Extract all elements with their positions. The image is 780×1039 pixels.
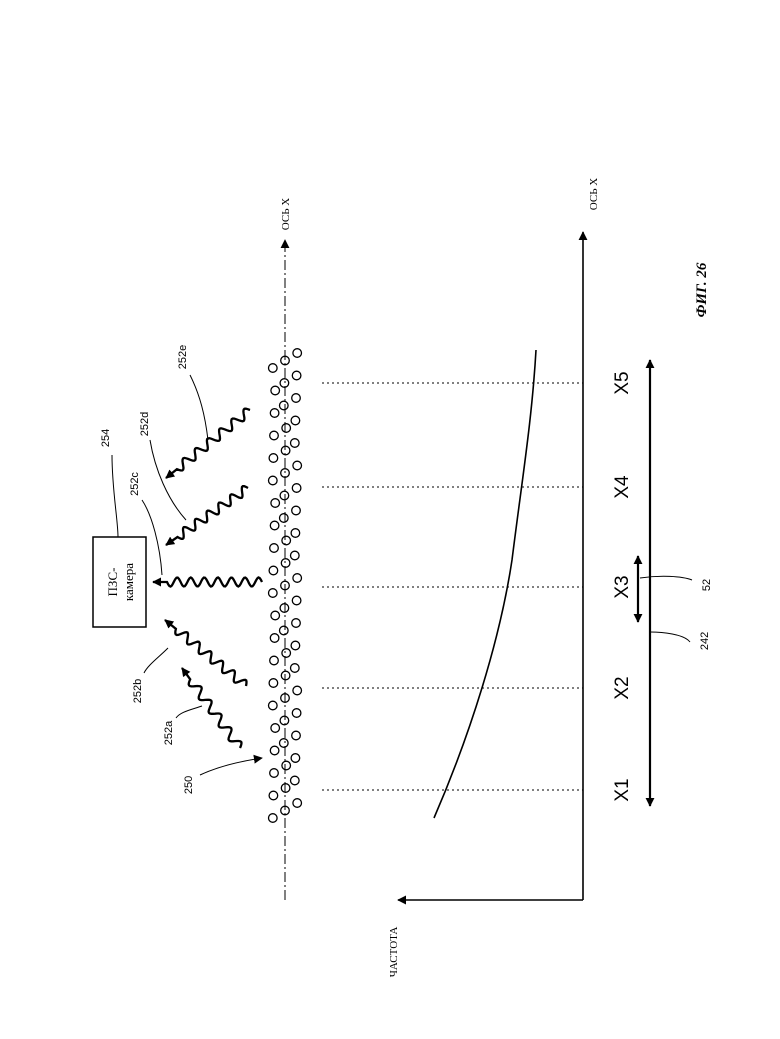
particle-circle [291, 551, 300, 560]
particle-circle [271, 499, 280, 508]
particle-circle [281, 671, 290, 680]
particles-ref-label: 250 [183, 776, 195, 794]
particle-circle [291, 416, 300, 425]
wave-252b [165, 620, 247, 686]
particle-circle [292, 484, 301, 493]
particle-circle [280, 716, 289, 725]
wave-label-252e: 252e [177, 345, 189, 369]
particle-circle [269, 791, 278, 800]
particle-circle [270, 544, 279, 553]
particle-circle [293, 799, 302, 808]
particle-circle [292, 596, 301, 605]
position-guides [322, 383, 583, 790]
particle-circle [271, 386, 280, 395]
wave-label-252d: 252d [139, 412, 151, 436]
particle-circle [270, 656, 279, 665]
particle-circle [270, 521, 279, 530]
particle-circle [270, 409, 279, 418]
particle-circle [280, 514, 289, 523]
position-label-x2: X2 [612, 676, 633, 699]
range-leader-52 [640, 576, 692, 580]
range-label-52: 52 [701, 579, 713, 591]
particle-circle [282, 761, 291, 770]
particle-circle [280, 379, 289, 388]
particle-circle [292, 709, 301, 718]
range-label-242: 242 [699, 632, 711, 650]
particle-circle [270, 746, 279, 755]
particle-circle [282, 649, 291, 658]
particle-circle [291, 664, 300, 673]
wave-leader-252d [150, 440, 186, 520]
particles-ref-leader [200, 758, 262, 775]
particle-circle [292, 371, 301, 380]
particle-circle [291, 641, 300, 650]
particle-circle [269, 589, 278, 598]
particle-circle [270, 634, 279, 643]
particle-circle [280, 401, 289, 410]
camera-label-line2: камера [121, 563, 136, 601]
position-label-x1: X1 [612, 778, 633, 801]
particle-circle [281, 784, 290, 793]
particle-circle [269, 679, 278, 688]
wave-252e [166, 409, 250, 478]
particle-circle [291, 529, 300, 538]
particle-circle [269, 566, 278, 575]
particle-circle [292, 394, 301, 403]
particle-circle [293, 349, 302, 358]
figure-caption: ФИГ. 26 [694, 262, 710, 317]
frequency-axis-label: ЧАСТОТА [388, 927, 400, 978]
particle-circle [292, 619, 301, 628]
position-label-x4: X4 [612, 475, 633, 499]
particle-circle [269, 701, 278, 710]
position-label-x3: X3 [612, 575, 633, 598]
top-axis-label: ОСЬ X [280, 198, 292, 230]
camera-ref-label: 254 [100, 429, 112, 447]
particle-circle [281, 559, 290, 568]
wave-label-252a: 252a [163, 720, 175, 745]
particle-circle [291, 776, 300, 785]
position-label-x5: X5 [612, 371, 633, 394]
frequency-curve [434, 350, 536, 818]
wave-leader-252e [190, 375, 208, 440]
wave-252a [182, 668, 242, 748]
particle-circle [293, 461, 302, 470]
camera-label-line1: ПЗС- [105, 568, 120, 597]
wave-label-252c: 252c [129, 472, 141, 496]
particle-circle [269, 814, 278, 823]
particle-circle [271, 611, 280, 620]
particle-circle [292, 506, 301, 515]
particle-circle [270, 769, 279, 778]
particle-circle [269, 476, 278, 485]
particle-circle [280, 491, 289, 500]
wave-252d [166, 486, 248, 545]
particle-circle [271, 724, 280, 733]
particle-circle [280, 626, 289, 635]
particle-circle [292, 731, 301, 740]
range-leader-242 [650, 632, 690, 642]
wave-label-252b: 252b [132, 679, 144, 703]
camera-ref-leader [112, 455, 118, 537]
particle-circle [293, 574, 302, 583]
particle-circle [291, 439, 300, 448]
particle-circle [269, 454, 278, 463]
particle-circle [270, 431, 279, 440]
particle-circle [280, 739, 289, 748]
particle-circle [280, 604, 289, 613]
bottom-axis-label: ОСЬ X [588, 178, 600, 210]
wave-leader-252a [176, 706, 202, 718]
wave-leader-252b [144, 648, 168, 673]
particle-circle [269, 364, 278, 373]
particle-circle [291, 754, 300, 763]
particle-circle [282, 536, 291, 545]
particle-circle [281, 446, 290, 455]
particle-circle [293, 686, 302, 695]
wave-252c [153, 578, 262, 587]
particle-circle [282, 424, 291, 433]
